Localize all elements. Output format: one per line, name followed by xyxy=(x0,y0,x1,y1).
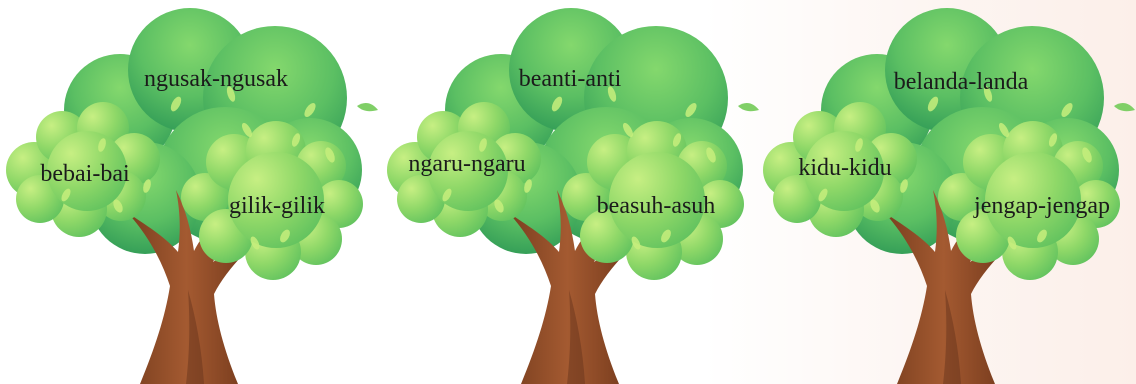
tree-icon xyxy=(381,0,761,384)
tree-right-word: jengap-jengap xyxy=(974,194,1110,218)
tree-1: ngusak-ngusak bebai-bai gilik-gilik xyxy=(0,0,380,384)
tree-top-word: beanti-anti xyxy=(519,67,622,91)
tree-left-word: bebai-bai xyxy=(40,162,129,186)
tree-left-word: kidu-kidu xyxy=(798,156,891,180)
tree-right-word: gilik-gilik xyxy=(229,194,325,218)
tree-icon xyxy=(757,0,1136,384)
tree-3: belanda-landa kidu-kidu jengap-jengap xyxy=(757,0,1136,384)
tree-2: beanti-anti ngaru-ngaru beasuh-asuh xyxy=(381,0,761,384)
tree-top-word: belanda-landa xyxy=(894,70,1029,94)
tree-left-word: ngaru-ngaru xyxy=(408,152,525,176)
tree-top-word: ngusak-ngusak xyxy=(144,67,288,91)
tree-right-word: beasuh-asuh xyxy=(597,194,716,218)
tree-icon xyxy=(0,0,380,384)
